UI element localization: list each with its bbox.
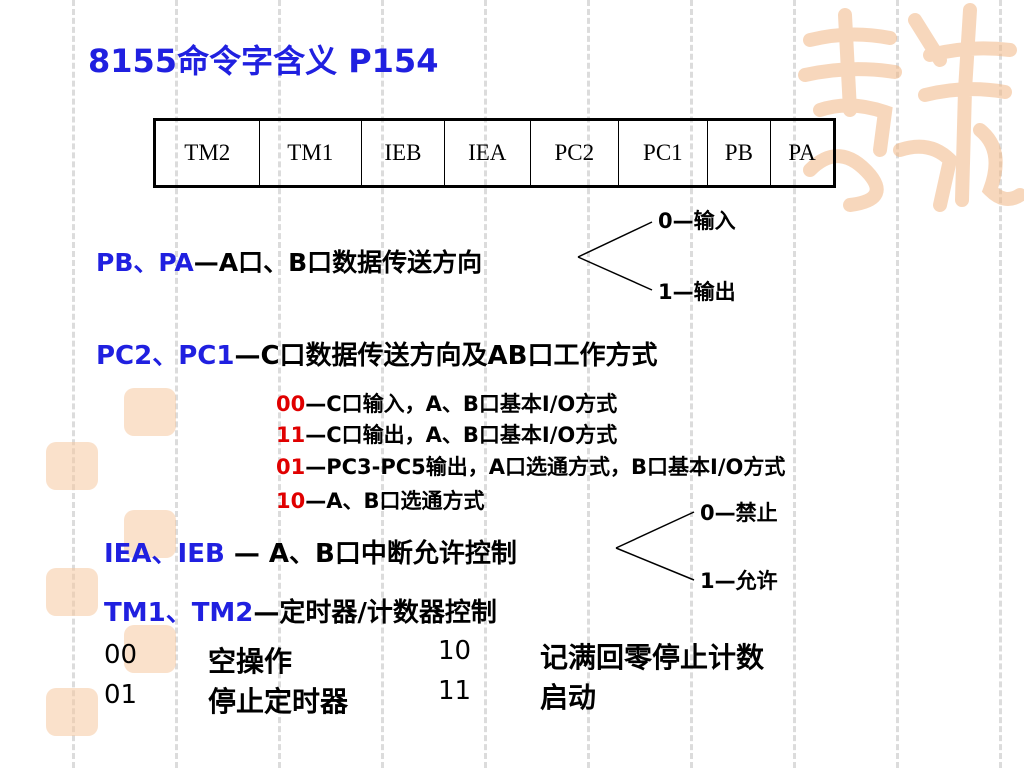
pc-label: PC2、PC1: [96, 341, 235, 371]
bg-dashed-line: [72, 0, 75, 768]
ie-text: — A、B口中断允许控制: [224, 539, 517, 569]
register-bit-cell: TM1: [258, 119, 362, 187]
branch-line: [615, 547, 695, 581]
bg-dashed-line: [587, 0, 590, 768]
pc-mode-text: —PC3-PC5输出，A口选通方式，B口基本I/O方式: [305, 455, 786, 479]
seal-stamp-decoration: [124, 510, 176, 558]
pc-mode-code: 00: [276, 392, 306, 416]
seal-stamp-decoration: [46, 568, 98, 616]
pc-mode-row: 01—PC3-PC5输出，A口选通方式，B口基本I/O方式: [276, 451, 785, 481]
tm-code-text: 空操作: [208, 645, 293, 678]
seal-stamp-decoration: [46, 688, 98, 736]
pc-text: —C口数据传送方向及AB口工作方式: [234, 341, 658, 371]
command-word-register-table: TM2 TM1 IEB IEA PC2 PC1 PB PA: [153, 118, 836, 188]
register-bit-cell: PC1: [618, 119, 708, 187]
pc-mode-row: 11—C口输出，A、B口基本I/O方式: [276, 419, 617, 449]
bg-dashed-line: [793, 0, 796, 768]
pc-mode-code: 01: [276, 455, 306, 479]
tm-code: 01: [104, 680, 138, 710]
ie-description: IEA、IEB — A、B口中断允许控制: [104, 533, 517, 570]
ie-option-0: 0—禁止: [700, 501, 778, 525]
bg-dashed-line: [690, 0, 693, 768]
register-bit-cell: IEB: [360, 119, 445, 187]
bg-dashed-line: [999, 0, 1002, 768]
branch-line: [577, 256, 653, 291]
branch-line: [577, 221, 653, 258]
page-title: 8155命令字含义 P154: [88, 42, 439, 80]
seal-stamp-decoration: [124, 388, 176, 436]
pc-mode-text: —A、B口选通方式: [305, 489, 485, 513]
tm-text: —定时器/计数器控制: [253, 598, 497, 628]
bg-dashed-line: [381, 0, 384, 768]
ie-option-1: 1—允许: [700, 569, 778, 593]
tm-code: 11: [438, 676, 472, 706]
bg-dashed-line: [484, 0, 487, 768]
register-bit-cell: IEA: [443, 119, 531, 187]
seal-stamp-decoration: [46, 442, 98, 490]
pc-mode-code: 10: [276, 489, 306, 513]
tm-label: TM1、TM2: [104, 598, 254, 628]
pbpa-option-0: 0—输入: [658, 209, 736, 233]
pc-mode-text: —C口输出，A、B口基本I/O方式: [305, 423, 618, 447]
seal-stamp-decoration: [124, 625, 176, 673]
register-bit-cell: PA: [770, 119, 835, 187]
bg-dashed-line: [175, 0, 178, 768]
pbpa-text: —A口、B口数据传送方向: [193, 248, 483, 277]
pc-mode-text: —C口输入，A、B口基本I/O方式: [305, 392, 618, 416]
tm-code-text: 停止定时器: [208, 685, 349, 718]
pbpa-description: PB、PA—A口、B口数据传送方向: [96, 243, 482, 279]
pbpa-option-1: 1—输出: [658, 280, 736, 304]
pc-mode-code: 11: [276, 423, 306, 447]
register-bit-cell: PC2: [529, 119, 620, 187]
bg-dashed-line: [896, 0, 899, 768]
tm-code: 10: [438, 636, 472, 666]
tm-code-text: 记满回零停止计数: [540, 641, 765, 674]
register-bit-cell: TM2: [154, 119, 260, 187]
branch-line: [615, 511, 695, 549]
pbpa-label: PB、PA: [96, 248, 194, 277]
bg-dashed-line: [278, 0, 281, 768]
pc-mode-row: 00—C口输入，A、B口基本I/O方式: [276, 388, 617, 418]
pc-mode-row: 10—A、B口选通方式: [276, 485, 485, 515]
ie-label: IEA、IEB: [104, 539, 225, 569]
tm-code-text: 启动: [540, 681, 597, 714]
pc-description: PC2、PC1—C口数据传送方向及AB口工作方式: [96, 335, 658, 372]
tm-code: 00: [104, 640, 138, 670]
tm-description: TM1、TM2—定时器/计数器控制: [104, 592, 497, 629]
register-bit-cell: PB: [706, 119, 772, 187]
